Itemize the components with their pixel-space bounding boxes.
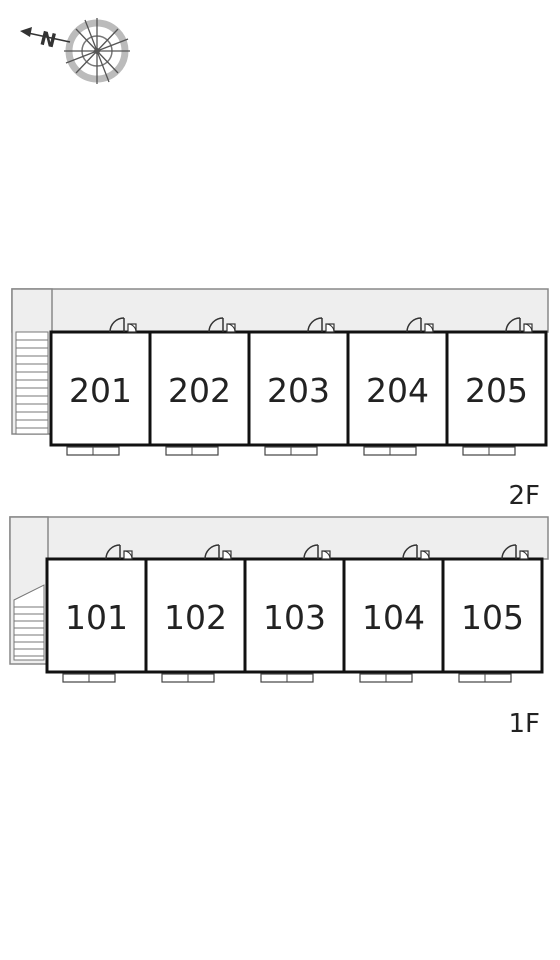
meter-box-swing-icon xyxy=(325,323,335,333)
unit-room-outline xyxy=(148,330,251,447)
staircase-2f xyxy=(15,331,49,435)
meter-box-swing-icon xyxy=(420,550,430,560)
meter-box-swing-icon xyxy=(321,550,331,560)
units-row-1f: 101 102 103 104 105 xyxy=(45,544,544,683)
compass-rose-icon: N xyxy=(20,18,130,84)
meter-box-swing-icon xyxy=(123,550,133,560)
meter-box-swing-icon xyxy=(222,550,232,560)
meter-box-icon xyxy=(424,323,434,333)
entrance-door-swing-icon xyxy=(406,317,422,333)
entrance-door-swing-icon xyxy=(505,317,521,333)
unit-102: 102 xyxy=(144,544,247,683)
unit-room-outline xyxy=(49,330,152,447)
floor-2f: 201 202 203 204 205 2F xyxy=(11,288,549,511)
entrance-door-swing-icon xyxy=(208,317,224,333)
meter-box-icon xyxy=(222,550,232,560)
unit-202: 202 xyxy=(148,317,251,456)
unit-number-201: 201 xyxy=(69,371,132,410)
unit-number-102: 102 xyxy=(164,598,227,637)
entrance-door-swing-icon xyxy=(204,544,220,560)
north-arrow-head-icon xyxy=(20,27,32,37)
unit-203: 203 xyxy=(247,317,350,456)
meter-box-icon xyxy=(321,550,331,560)
floor-label-2f: 2F xyxy=(509,481,541,511)
meter-box-swing-icon xyxy=(127,323,137,333)
corridor-1f xyxy=(9,516,549,560)
unit-number-203: 203 xyxy=(267,371,330,410)
unit-number-105: 105 xyxy=(461,598,524,637)
meter-box-swing-icon xyxy=(226,323,236,333)
unit-103: 103 xyxy=(243,544,346,683)
unit-105: 105 xyxy=(441,544,544,683)
unit-room-outline xyxy=(247,330,350,447)
compass-center-dot xyxy=(94,48,100,54)
entrance-door-swing-icon xyxy=(105,544,121,560)
unit-104: 104 xyxy=(342,544,445,683)
meter-box-icon xyxy=(226,323,236,333)
unit-201: 201 xyxy=(49,317,152,456)
unit-room-outline xyxy=(144,557,247,674)
unit-number-202: 202 xyxy=(168,371,231,410)
entrance-door-swing-icon xyxy=(307,317,323,333)
unit-number-204: 204 xyxy=(366,371,429,410)
meter-box-swing-icon xyxy=(523,323,533,333)
meter-box-swing-icon xyxy=(519,550,529,560)
meter-box-icon xyxy=(325,323,335,333)
unit-205: 205 xyxy=(445,317,548,456)
entrance-door-swing-icon xyxy=(303,544,319,560)
unit-number-205: 205 xyxy=(465,371,528,410)
compass-north-label: N xyxy=(38,27,59,52)
meter-box-icon xyxy=(519,550,529,560)
meter-box-icon xyxy=(420,550,430,560)
units-row-2f: 201 202 203 204 205 xyxy=(49,317,548,456)
unit-room-outline xyxy=(441,557,544,674)
unit-room-outline xyxy=(445,330,548,447)
meter-box-icon xyxy=(123,550,133,560)
meter-box-swing-icon xyxy=(424,323,434,333)
unit-101: 101 xyxy=(45,544,148,683)
corridor-2f xyxy=(11,288,549,333)
entrance-door-swing-icon xyxy=(501,544,517,560)
meter-box-icon xyxy=(127,323,137,333)
entrance-door-swing-icon xyxy=(402,544,418,560)
entrance-door-swing-icon xyxy=(109,317,125,333)
north-arrow-shaft xyxy=(27,32,71,43)
floor-label-1f: 1F xyxy=(509,709,541,739)
meter-box-icon xyxy=(523,323,533,333)
unit-number-103: 103 xyxy=(263,598,326,637)
unit-number-101: 101 xyxy=(65,598,128,637)
unit-number-104: 104 xyxy=(362,598,425,637)
staircase-1f xyxy=(13,584,45,661)
unit-room-outline xyxy=(346,330,449,447)
floor-1f: 101 102 103 104 105 1F xyxy=(9,516,549,739)
unit-room-outline xyxy=(243,557,346,674)
unit-204: 204 xyxy=(346,317,449,456)
